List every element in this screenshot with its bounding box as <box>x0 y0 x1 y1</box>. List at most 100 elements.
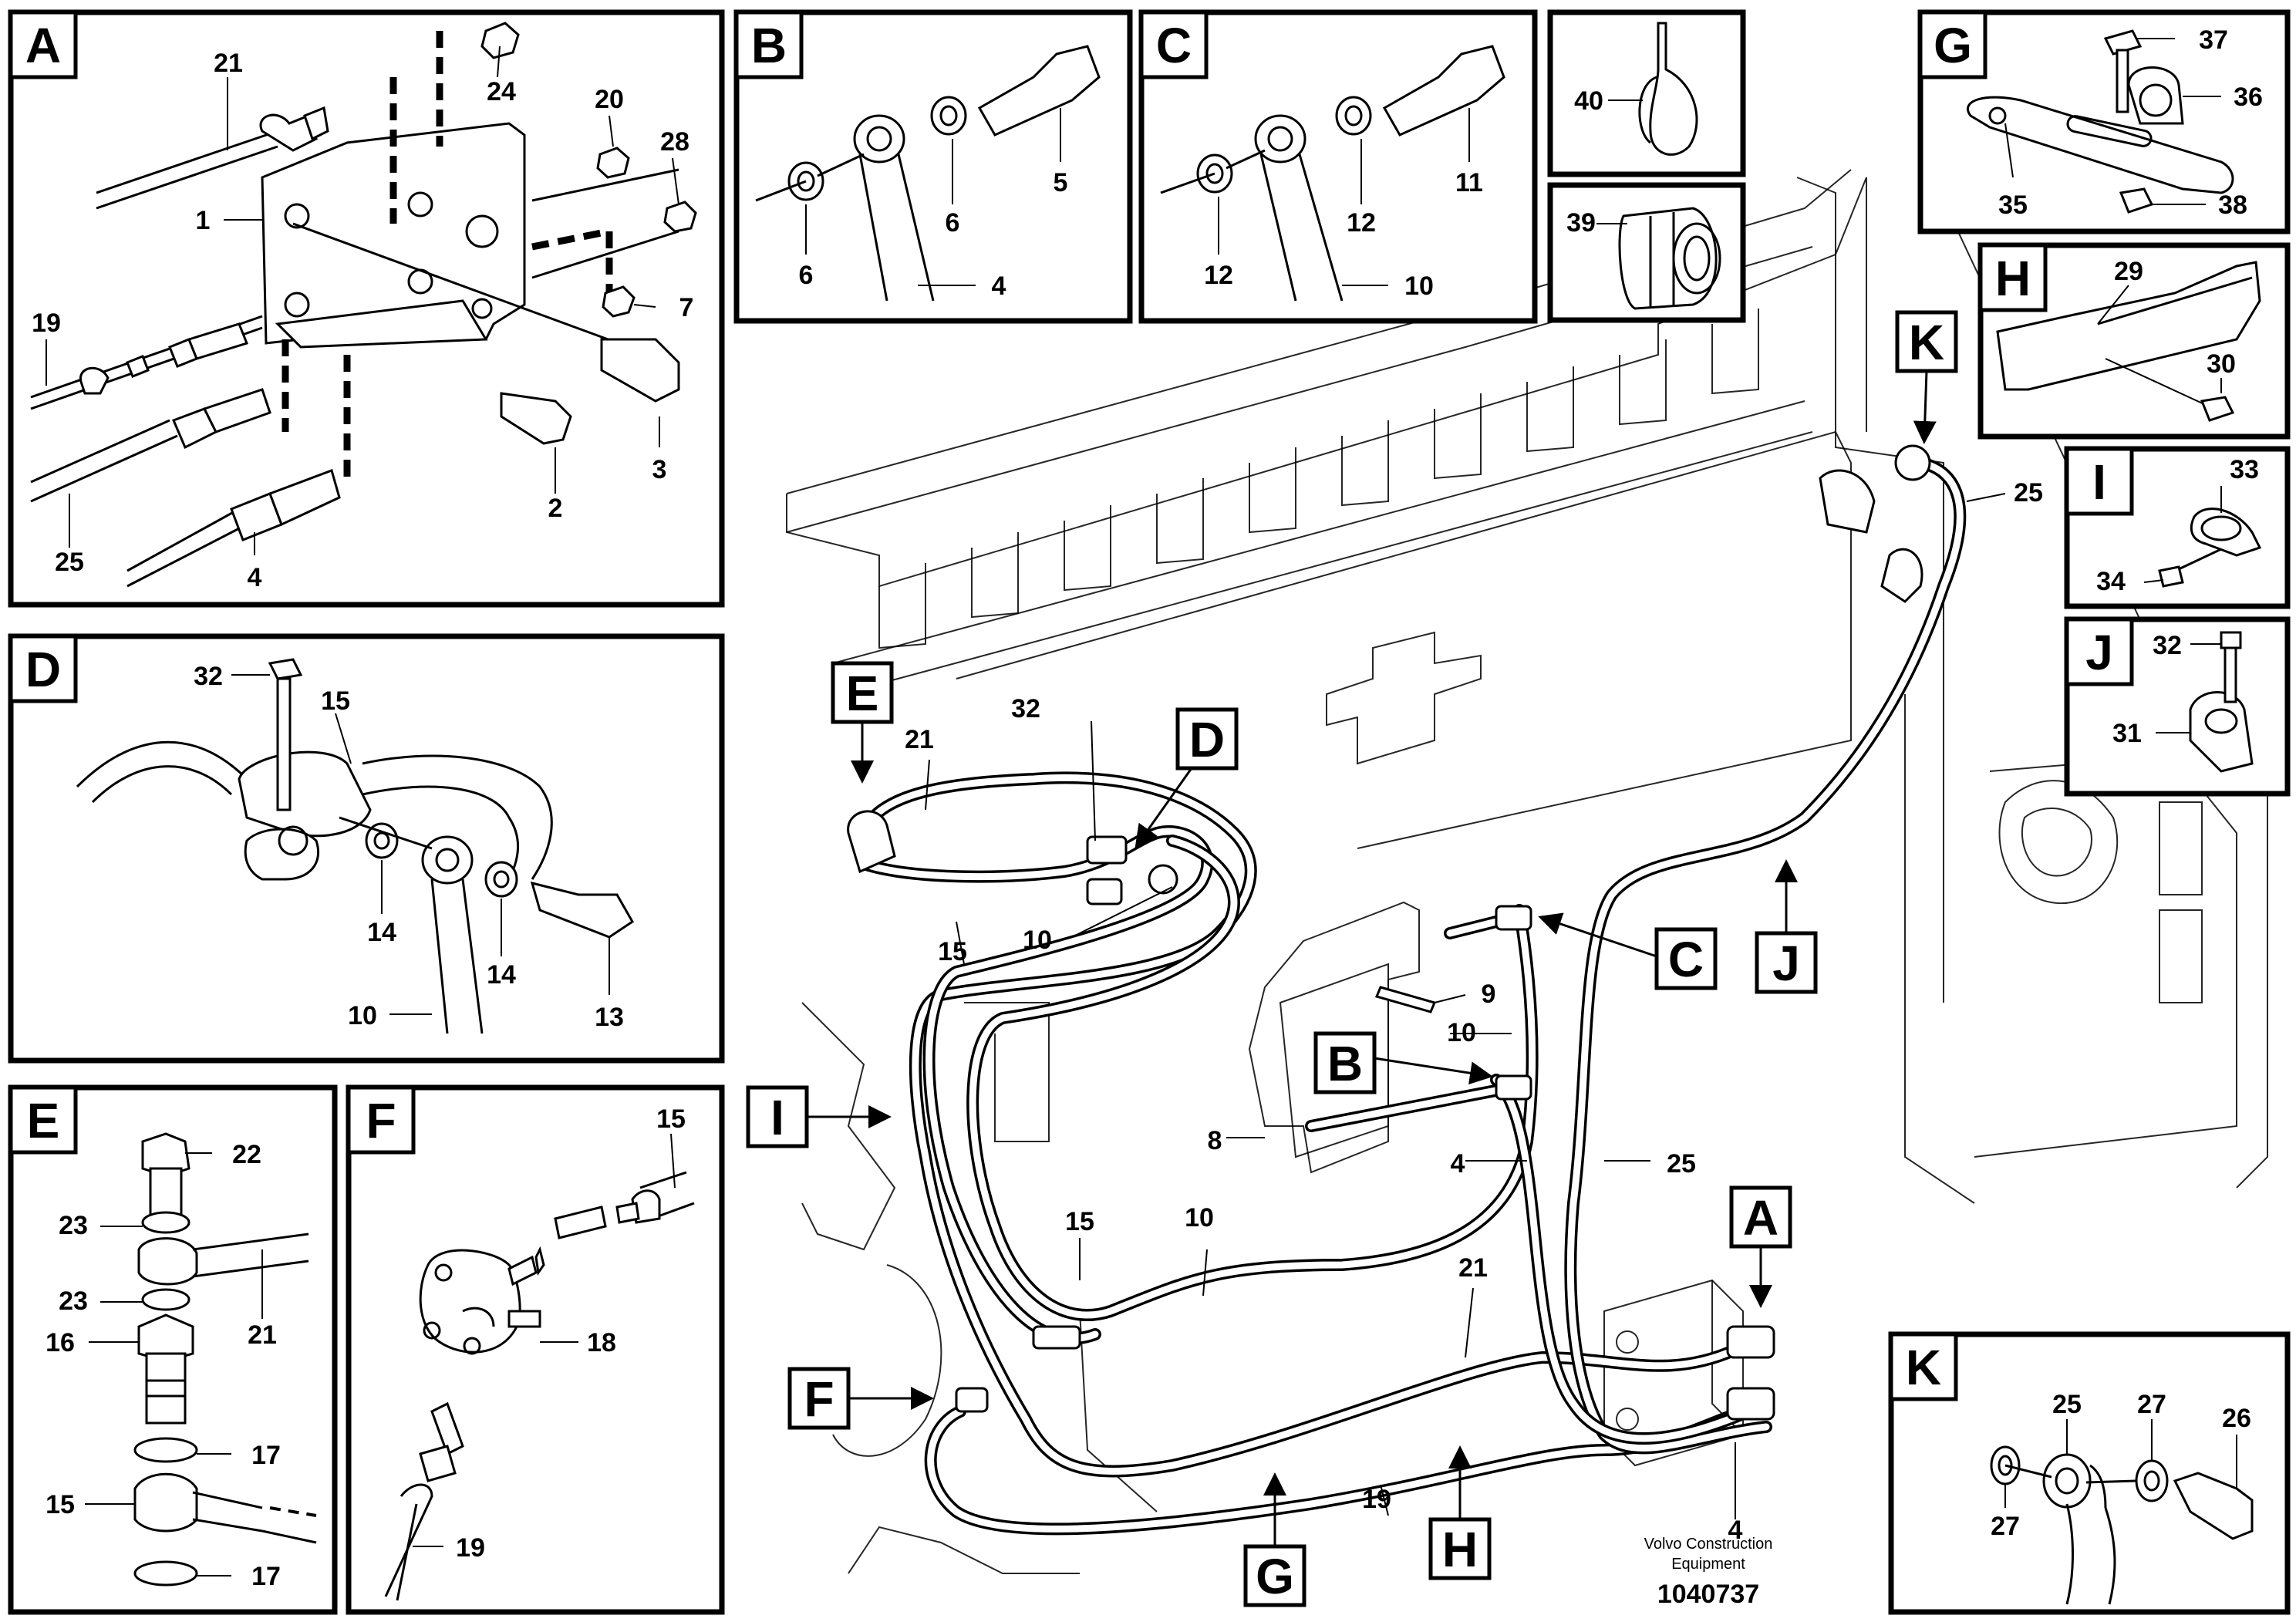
callout-D[interactable]: D <box>1135 707 1239 848</box>
main-label: 8 <box>1208 1126 1222 1155</box>
part-number-label: 12 <box>1204 261 1233 290</box>
callout-C[interactable]: C <box>1538 912 1718 990</box>
part-number-label: 29 <box>2114 257 2143 286</box>
part-number-label: 40 <box>1574 86 1603 116</box>
callout-K[interactable]: K <box>1895 310 1958 444</box>
main-label: 4 <box>1728 1516 1743 1545</box>
pipe-21 <box>854 771 1741 1478</box>
part-number-label: 32 <box>194 662 223 691</box>
part-number-label: 25 <box>55 548 84 577</box>
part-number-label: 5 <box>1054 168 1068 197</box>
part-number-label: 35 <box>1998 191 2028 220</box>
part-number-label: 33 <box>2230 455 2259 484</box>
part-number-label: H <box>1995 251 2031 306</box>
cylinder-head-fins <box>832 309 1813 695</box>
part-number-label: C <box>1668 932 1704 987</box>
main-label: 25 <box>1667 1149 1696 1179</box>
callout-G[interactable]: G <box>1243 1472 1306 1607</box>
part-number-label: 4 <box>248 563 262 592</box>
detail-panel-K: K 25 27 26 27 <box>1888 1331 2291 1615</box>
callout-F[interactable]: F <box>787 1367 934 1430</box>
part-number-label: I <box>2092 454 2106 510</box>
part-number-label: 30 <box>2207 349 2236 379</box>
pipe-19 <box>924 1398 1772 1536</box>
credit-line-1: Volvo Construction <box>1644 1536 1773 1553</box>
part-number-label: 3 <box>652 455 667 484</box>
detail-panel-C: C 12 12 11 10 <box>1138 9 1538 324</box>
part-number-label: 17 <box>251 1441 281 1470</box>
engine-main-view <box>786 169 2268 1574</box>
part-number-label: G <box>1256 1549 1294 1604</box>
part-number-label: 18 <box>587 1328 616 1357</box>
main-leaders <box>925 493 2006 1519</box>
panel-letter: A <box>25 18 61 73</box>
part-number-label: 19 <box>32 309 61 338</box>
main-label: 10 <box>1447 1018 1476 1047</box>
part-number-label: J <box>2085 625 2113 680</box>
part-number-label: F <box>366 1093 396 1148</box>
callout-E[interactable]: E <box>831 661 894 784</box>
part-number-label: 2 <box>548 494 563 523</box>
part-number-label: 4 <box>992 271 1006 301</box>
main-label: 21 <box>905 725 934 754</box>
part-number-label: 23 <box>59 1286 88 1316</box>
main-label: 21 <box>1458 1253 1488 1283</box>
part-number-label: D <box>25 642 61 697</box>
part-number-label: 15 <box>46 1490 75 1519</box>
part-number-label: 32 <box>2153 631 2182 660</box>
detail-panel-B: B 6 6 5 4 <box>733 9 1133 324</box>
detail-panel-G: G 37 36 35 38 <box>1917 9 2291 234</box>
part-number-label: 38 <box>2218 191 2247 220</box>
main-label: 4 <box>1451 1149 1465 1179</box>
callout-B[interactable]: B <box>1313 1031 1493 1094</box>
part-number-label: 28 <box>660 127 689 157</box>
part-number-label: 6 <box>946 208 960 238</box>
main-label: 19 <box>1362 1485 1391 1514</box>
part-number-label: E <box>846 666 879 721</box>
part-number-label: B <box>1327 1036 1363 1091</box>
part-number-label: 23 <box>59 1211 88 1240</box>
callout-J[interactable]: J <box>1755 859 1818 994</box>
part-number-label: 7 <box>679 293 694 322</box>
pipe-4 <box>1490 1074 1772 1445</box>
part-number-label: 15 <box>656 1104 686 1134</box>
part-number-label: 19 <box>456 1533 485 1563</box>
credit-line-2: Equipment <box>1671 1556 1745 1573</box>
part-number-label: 27 <box>2137 1390 2166 1419</box>
detail-panel-J: J 32 31 <box>2064 616 2291 797</box>
part-number-label: 17 <box>251 1562 281 1591</box>
part-number-label: G <box>1934 18 1972 73</box>
callout-H[interactable]: H <box>1428 1445 1492 1580</box>
main-label: 25 <box>2014 478 2043 508</box>
part-number-label: 20 <box>595 85 624 114</box>
main-label: 15 <box>1065 1207 1094 1236</box>
main-label: 32 <box>1011 694 1040 723</box>
callout-I[interactable]: I <box>746 1085 892 1148</box>
part-number-label: 21 <box>214 49 243 78</box>
detail-panel-grommet-39: 39 <box>1547 182 1746 323</box>
part-number-label: 31 <box>2112 719 2142 748</box>
detail-panel-clip-40: 40 <box>1547 9 1746 177</box>
detail-panel-E: E 22 23 23 21 16 17 15 17 <box>8 1084 338 1615</box>
main-label: 10 <box>1185 1203 1214 1233</box>
part-number-label: 1 <box>196 206 211 235</box>
part-number-label: 26 <box>2222 1404 2251 1433</box>
part-number-label: 6 <box>799 261 814 290</box>
part-number-label: D <box>1189 712 1225 767</box>
part-number-label: H <box>1442 1522 1478 1577</box>
part-number-label: 12 <box>1347 208 1376 238</box>
callout-A[interactable]: A <box>1729 1185 1792 1308</box>
part-number-label: 24 <box>487 77 516 106</box>
part-number-label: 14 <box>367 918 396 947</box>
part-number-label: 39 <box>1566 208 1596 238</box>
part-number-label: B <box>751 18 787 73</box>
detail-panel-A: A <box>8 9 725 608</box>
main-labels: 21 32 15 10 25 9 10 8 4 25 15 10 21 19 4 <box>905 478 2043 1545</box>
detail-panel-D: D 32 15 14 14 10 13 <box>8 633 725 1064</box>
part-number-label: 21 <box>248 1320 277 1350</box>
part-number-label: F <box>804 1371 834 1427</box>
part-number-label: E <box>27 1093 60 1148</box>
pipe-10 <box>966 835 1539 1321</box>
part-number-label: I <box>770 1090 784 1145</box>
part-number-label: A <box>1743 1190 1778 1246</box>
